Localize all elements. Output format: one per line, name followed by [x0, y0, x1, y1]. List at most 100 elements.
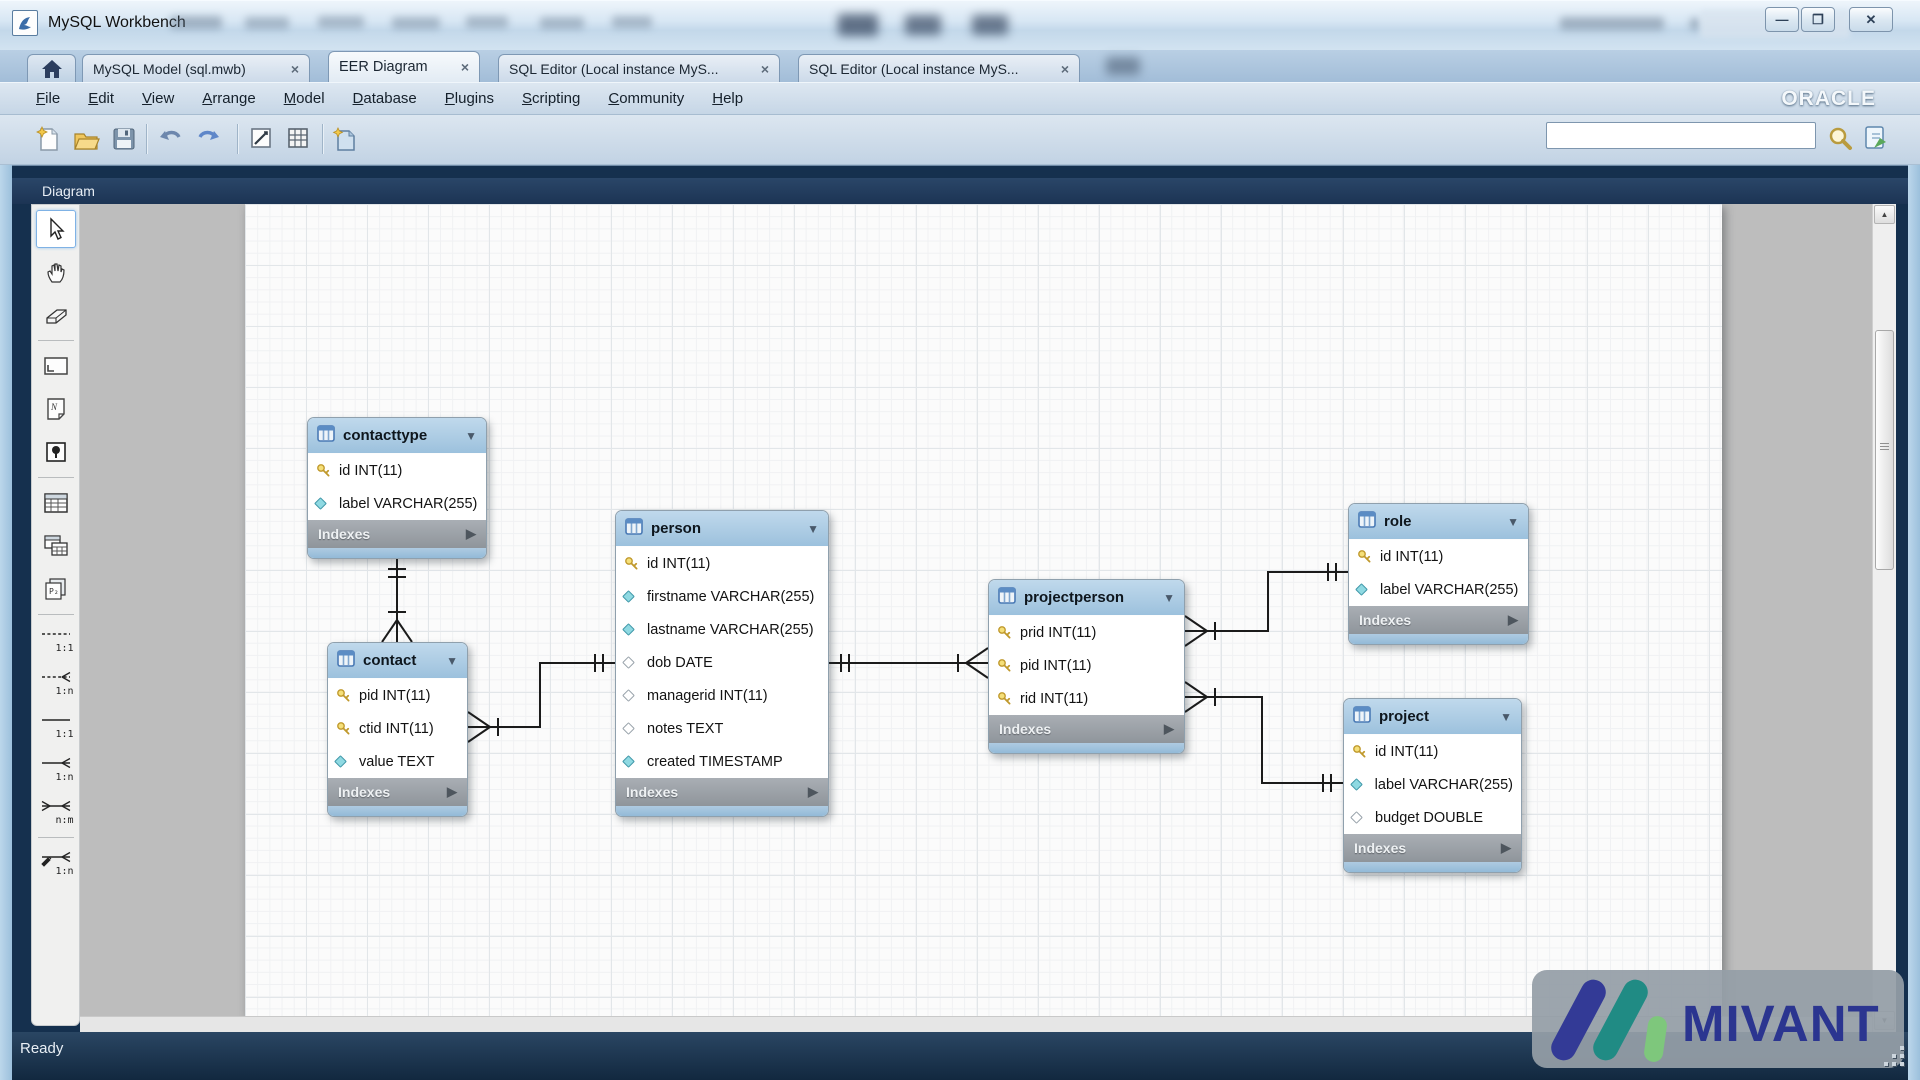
- indexes-section[interactable]: Indexes▶: [1349, 606, 1528, 634]
- resize-grip[interactable]: [1884, 1062, 1888, 1066]
- menu-community[interactable]: Community: [608, 90, 685, 107]
- menu-help[interactable]: Help: [712, 90, 744, 107]
- diagram-canvas[interactable]: contacttype▼id INT(11)label VARCHAR(255)…: [80, 204, 1872, 1032]
- new-diagram-icon[interactable]: [330, 125, 358, 153]
- collapse-arrow-icon[interactable]: ▼: [1163, 590, 1175, 605]
- tab-close-icon[interactable]: ×: [460, 59, 469, 75]
- view-tool[interactable]: [36, 527, 76, 565]
- erd-table-role[interactable]: role▼id INT(11)label VARCHAR(255)Indexes…: [1348, 503, 1529, 645]
- routine-group-tool[interactable]: P₂: [36, 570, 76, 608]
- table-column-row[interactable]: rid INT(11): [989, 682, 1184, 715]
- table-header[interactable]: projectperson▼: [989, 580, 1184, 616]
- table-column-row[interactable]: pid INT(11): [989, 649, 1184, 682]
- resize-grip[interactable]: [1900, 1046, 1904, 1050]
- undo-icon[interactable]: [157, 125, 185, 153]
- collapse-arrow-icon[interactable]: ▼: [807, 521, 819, 536]
- collapse-arrow-icon[interactable]: ▼: [465, 428, 477, 443]
- resize-grip[interactable]: [1900, 1054, 1904, 1058]
- collapse-arrow-icon[interactable]: ▼: [1507, 514, 1519, 529]
- magnet-toggle-icon[interactable]: [248, 125, 276, 153]
- table-column-row[interactable]: dob DATE: [616, 646, 828, 679]
- tab-close-icon[interactable]: ×: [290, 60, 299, 77]
- delete-tool[interactable]: [36, 296, 76, 334]
- image-tool[interactable]: [36, 433, 76, 471]
- table-column-row[interactable]: lastname VARCHAR(255): [616, 613, 828, 646]
- menu-view[interactable]: View: [142, 90, 175, 107]
- search-icon[interactable]: [1826, 124, 1854, 157]
- resize-grip[interactable]: [1892, 1062, 1896, 1066]
- menu-scripting[interactable]: Scripting: [521, 90, 581, 107]
- layer-tool[interactable]: [36, 347, 76, 385]
- menu-plugins[interactable]: Plugins: [444, 90, 494, 107]
- save-model-icon[interactable]: [110, 125, 138, 153]
- table-header[interactable]: contact▼: [328, 643, 467, 679]
- expand-arrow-icon[interactable]: ▶: [447, 784, 457, 799]
- find-options-icon[interactable]: [1862, 124, 1890, 157]
- grid-view-icon[interactable]: [285, 125, 313, 153]
- expand-arrow-icon[interactable]: ▶: [1501, 840, 1511, 855]
- erd-table-contacttype[interactable]: contacttype▼id INT(11)label VARCHAR(255)…: [307, 417, 487, 559]
- indexes-section[interactable]: Indexes▶: [989, 715, 1184, 743]
- close-button[interactable]: ✕: [1849, 7, 1893, 32]
- table-column-row[interactable]: label VARCHAR(255): [1344, 768, 1521, 801]
- table-tool[interactable]: [36, 484, 76, 522]
- expand-arrow-icon[interactable]: ▶: [1508, 612, 1518, 627]
- resize-grip[interactable]: [1892, 1054, 1896, 1058]
- table-column-row[interactable]: id INT(11): [1344, 735, 1521, 768]
- table-column-row[interactable]: label VARCHAR(255): [1349, 573, 1528, 606]
- table-column-row[interactable]: firstname VARCHAR(255): [616, 580, 828, 613]
- collapse-arrow-icon[interactable]: ▼: [1500, 709, 1512, 724]
- menu-file[interactable]: File: [36, 90, 61, 107]
- menu-arrange[interactable]: Arrange: [202, 90, 256, 107]
- horizontal-scrollbar[interactable]: [80, 1016, 1872, 1032]
- indexes-section[interactable]: Indexes▶: [328, 778, 467, 806]
- expand-arrow-icon[interactable]: ▶: [808, 784, 818, 799]
- pan-tool[interactable]: [36, 253, 76, 291]
- table-column-row[interactable]: id INT(11): [1349, 540, 1528, 573]
- erd-table-project[interactable]: project▼id INT(11)label VARCHAR(255)budg…: [1343, 698, 1522, 873]
- tab-sql-editor-local-instance-mys[interactable]: SQL Editor (Local instance MyS...×: [798, 54, 1080, 82]
- search-input[interactable]: [1546, 122, 1816, 149]
- table-header[interactable]: person▼: [616, 511, 828, 547]
- tab-sql-editor-local-instance-mys[interactable]: SQL Editor (Local instance MyS...×: [498, 54, 780, 82]
- collapse-arrow-icon[interactable]: ▼: [446, 653, 458, 668]
- home-tab[interactable]: [27, 54, 76, 82]
- rel-nm-identifying[interactable]: n:m: [36, 793, 76, 831]
- table-header[interactable]: contacttype▼: [308, 418, 486, 454]
- new-model-icon[interactable]: [34, 125, 62, 153]
- table-column-row[interactable]: budget DOUBLE: [1344, 801, 1521, 834]
- table-header[interactable]: project▼: [1344, 699, 1521, 735]
- tab-close-icon[interactable]: ×: [760, 60, 769, 77]
- erd-table-contact[interactable]: contact▼pid INT(11)ctid INT(11)value TEX…: [327, 642, 468, 817]
- rel-1n-identifying[interactable]: 1:n: [36, 750, 76, 788]
- vertical-scrollbar[interactable]: ▲ ▼: [1872, 204, 1896, 1032]
- rel-1n-non-identifying[interactable]: 1:n: [36, 664, 76, 702]
- menu-database[interactable]: Database: [352, 90, 417, 107]
- indexes-section[interactable]: Indexes▶: [308, 520, 486, 548]
- tab-close-icon[interactable]: ×: [1060, 60, 1069, 77]
- tab-eer-diagram[interactable]: EER Diagram×: [328, 51, 480, 82]
- table-column-row[interactable]: pid INT(11): [328, 679, 467, 712]
- table-column-row[interactable]: label VARCHAR(255): [308, 487, 486, 520]
- erd-table-person[interactable]: person▼id INT(11)firstname VARCHAR(255)l…: [615, 510, 829, 817]
- redo-icon[interactable]: [194, 125, 222, 153]
- maximize-button[interactable]: ❐: [1801, 7, 1835, 32]
- table-header[interactable]: role▼: [1349, 504, 1528, 540]
- resize-grip[interactable]: [1900, 1062, 1904, 1066]
- rel-11-identifying[interactable]: 1:1: [36, 707, 76, 745]
- table-column-row[interactable]: prid INT(11): [989, 616, 1184, 649]
- rel-1n-existing-columns[interactable]: 1:n: [36, 844, 76, 882]
- table-column-row[interactable]: id INT(11): [616, 547, 828, 580]
- indexes-section[interactable]: Indexes▶: [1344, 834, 1521, 862]
- erd-table-projectperson[interactable]: projectperson▼prid INT(11)pid INT(11)rid…: [988, 579, 1185, 754]
- tab-mysql-model-sql-mwb[interactable]: MySQL Model (sql.mwb)×: [82, 54, 310, 82]
- table-column-row[interactable]: created TIMESTAMP: [616, 745, 828, 778]
- expand-arrow-icon[interactable]: ▶: [466, 526, 476, 541]
- scrollbar-thumb[interactable]: [1875, 330, 1894, 570]
- table-column-row[interactable]: ctid INT(11): [328, 712, 467, 745]
- indexes-section[interactable]: Indexes▶: [616, 778, 828, 806]
- select-tool[interactable]: [35, 210, 76, 248]
- table-column-row[interactable]: notes TEXT: [616, 712, 828, 745]
- expand-arrow-icon[interactable]: ▶: [1164, 721, 1174, 736]
- table-column-row[interactable]: id INT(11): [308, 454, 486, 487]
